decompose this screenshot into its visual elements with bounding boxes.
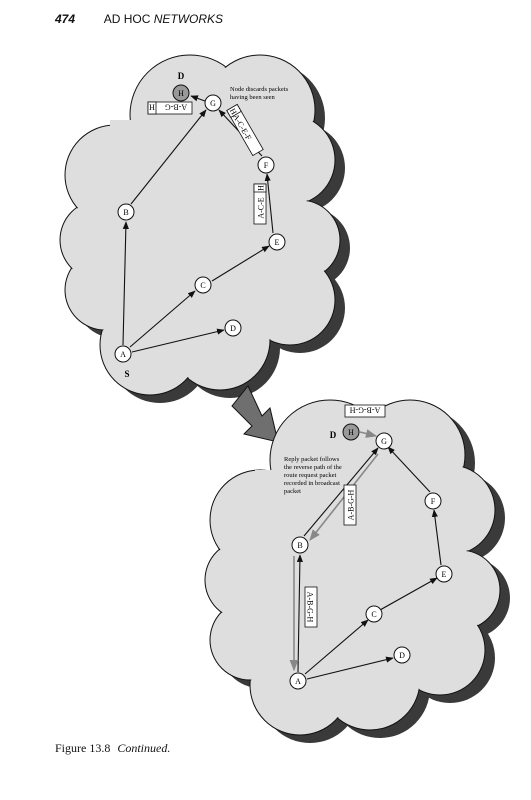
svg-text:H: H [149, 103, 155, 112]
node-b-bottom: B [291, 536, 309, 554]
svg-text:H: H [178, 89, 184, 98]
edge-e-f [264, 173, 274, 234]
edge-a-d [131, 328, 225, 353]
edge-g-h [190, 95, 206, 102]
top-nodes: H G F E B C D A [114, 84, 286, 363]
destination-label-top: D [178, 71, 185, 81]
figure-caption: Figure 13.8 Continued. [55, 741, 170, 756]
note-line-2-top: having been seen [230, 94, 276, 101]
svg-text:G: G [381, 437, 387, 446]
top-diagram: A-B-G H A-C-E-F H A-C-E H H G F E [59, 54, 350, 403]
node-f-bottom: F [424, 492, 442, 510]
svg-text:A-B-G-H: A-B-G-H [306, 592, 315, 623]
svg-text:H: H [228, 107, 239, 117]
note-line-4-bottom: recorded in broadcast [284, 480, 340, 487]
svg-text:B: B [123, 208, 128, 217]
svg-text:H: H [257, 185, 266, 191]
edge-e-f-bottom [431, 509, 442, 566]
note-line-3-bottom: route request packet [284, 472, 337, 479]
packet-left-bottom: A-B-G-H [304, 586, 318, 628]
edge-c-e-bottom [379, 577, 438, 611]
source-label-top: S [124, 369, 129, 379]
svg-text:G: G [210, 99, 216, 108]
svg-text:C: C [200, 281, 205, 290]
edge-a-c [129, 290, 196, 348]
node-g-bottom: G [375, 432, 393, 450]
node-e-bottom: E [435, 565, 453, 583]
note-line-2-bottom: the reverse path of the [284, 464, 342, 471]
svg-text:A-B-G-H: A-B-G-H [349, 406, 380, 415]
edge-a-d-bottom [306, 656, 394, 680]
svg-text:F: F [264, 161, 269, 170]
note-line-1-bottom: Reply packet follows [284, 456, 340, 463]
svg-text:D: D [399, 651, 405, 660]
node-a-bottom: A [289, 672, 307, 690]
caption-continued: Continued. [117, 741, 171, 755]
edge-b-g [130, 109, 207, 205]
node-g-top: G [204, 94, 222, 112]
svg-text:B: B [297, 541, 302, 550]
edge-c-e [211, 245, 270, 282]
note-line-5-bottom: packet [284, 488, 301, 495]
node-c-top: C [194, 276, 212, 294]
svg-text:H: H [348, 428, 354, 437]
reply-h-g [359, 429, 378, 438]
transition-arrow [231, 385, 279, 443]
edge-b-g-bottom [303, 447, 379, 537]
node-h-top: H [172, 84, 190, 102]
edge-a-b [122, 221, 129, 346]
packet-e-f: A-C-E H [253, 183, 267, 225]
packet-middle-bottom: A-B-G-H [343, 484, 357, 526]
packet-b-g: A-B-G H [147, 101, 193, 115]
svg-text:F: F [431, 497, 436, 506]
node-d-top: D [224, 319, 242, 337]
bottom-edges [296, 446, 442, 680]
node-h-bottom: H [342, 423, 360, 441]
caption-label: Figure 13.8 [55, 741, 111, 755]
node-a-top: A [114, 345, 132, 363]
packet-top-bottom: A-B-G-H [344, 404, 386, 418]
running-title: AD HOC NETWORKS [103, 12, 224, 26]
edge-a-b-bottom [296, 554, 303, 673]
edge-f-g-bottom [387, 446, 431, 493]
node-e-top: E [268, 233, 286, 251]
edge-a-c-bottom [304, 619, 369, 675]
svg-text:E: E [442, 570, 447, 579]
destination-label-bottom: D [330, 430, 337, 440]
node-f-top: F [257, 156, 275, 174]
svg-text:A-B-G-H: A-B-G-H [347, 489, 356, 520]
page-number: 474 [55, 12, 76, 26]
node-d-bottom: D [393, 646, 411, 664]
svg-text:A: A [295, 677, 301, 686]
bottom-diagram: A-B-G-H A-B-G-H A-B-G-H H G F E B C D A … [204, 399, 510, 743]
svg-text:A: A [120, 350, 126, 359]
svg-text:E: E [275, 238, 280, 247]
note-line-1-top: Node discards packets [230, 86, 289, 93]
node-b-top: B [117, 203, 135, 221]
node-c-bottom: C [365, 605, 383, 623]
svg-text:A-B-G: A-B-G [165, 103, 187, 112]
bottom-nodes: H G F E B C D A [289, 423, 453, 690]
svg-text:A-C-E: A-C-E [257, 197, 266, 218]
running-header: 474 AD HOC NETWORKS [55, 12, 223, 30]
svg-text:D: D [230, 324, 236, 333]
bottom-packets: A-B-G-H A-B-G-H A-B-G-H [304, 404, 386, 628]
svg-text:C: C [371, 610, 376, 619]
